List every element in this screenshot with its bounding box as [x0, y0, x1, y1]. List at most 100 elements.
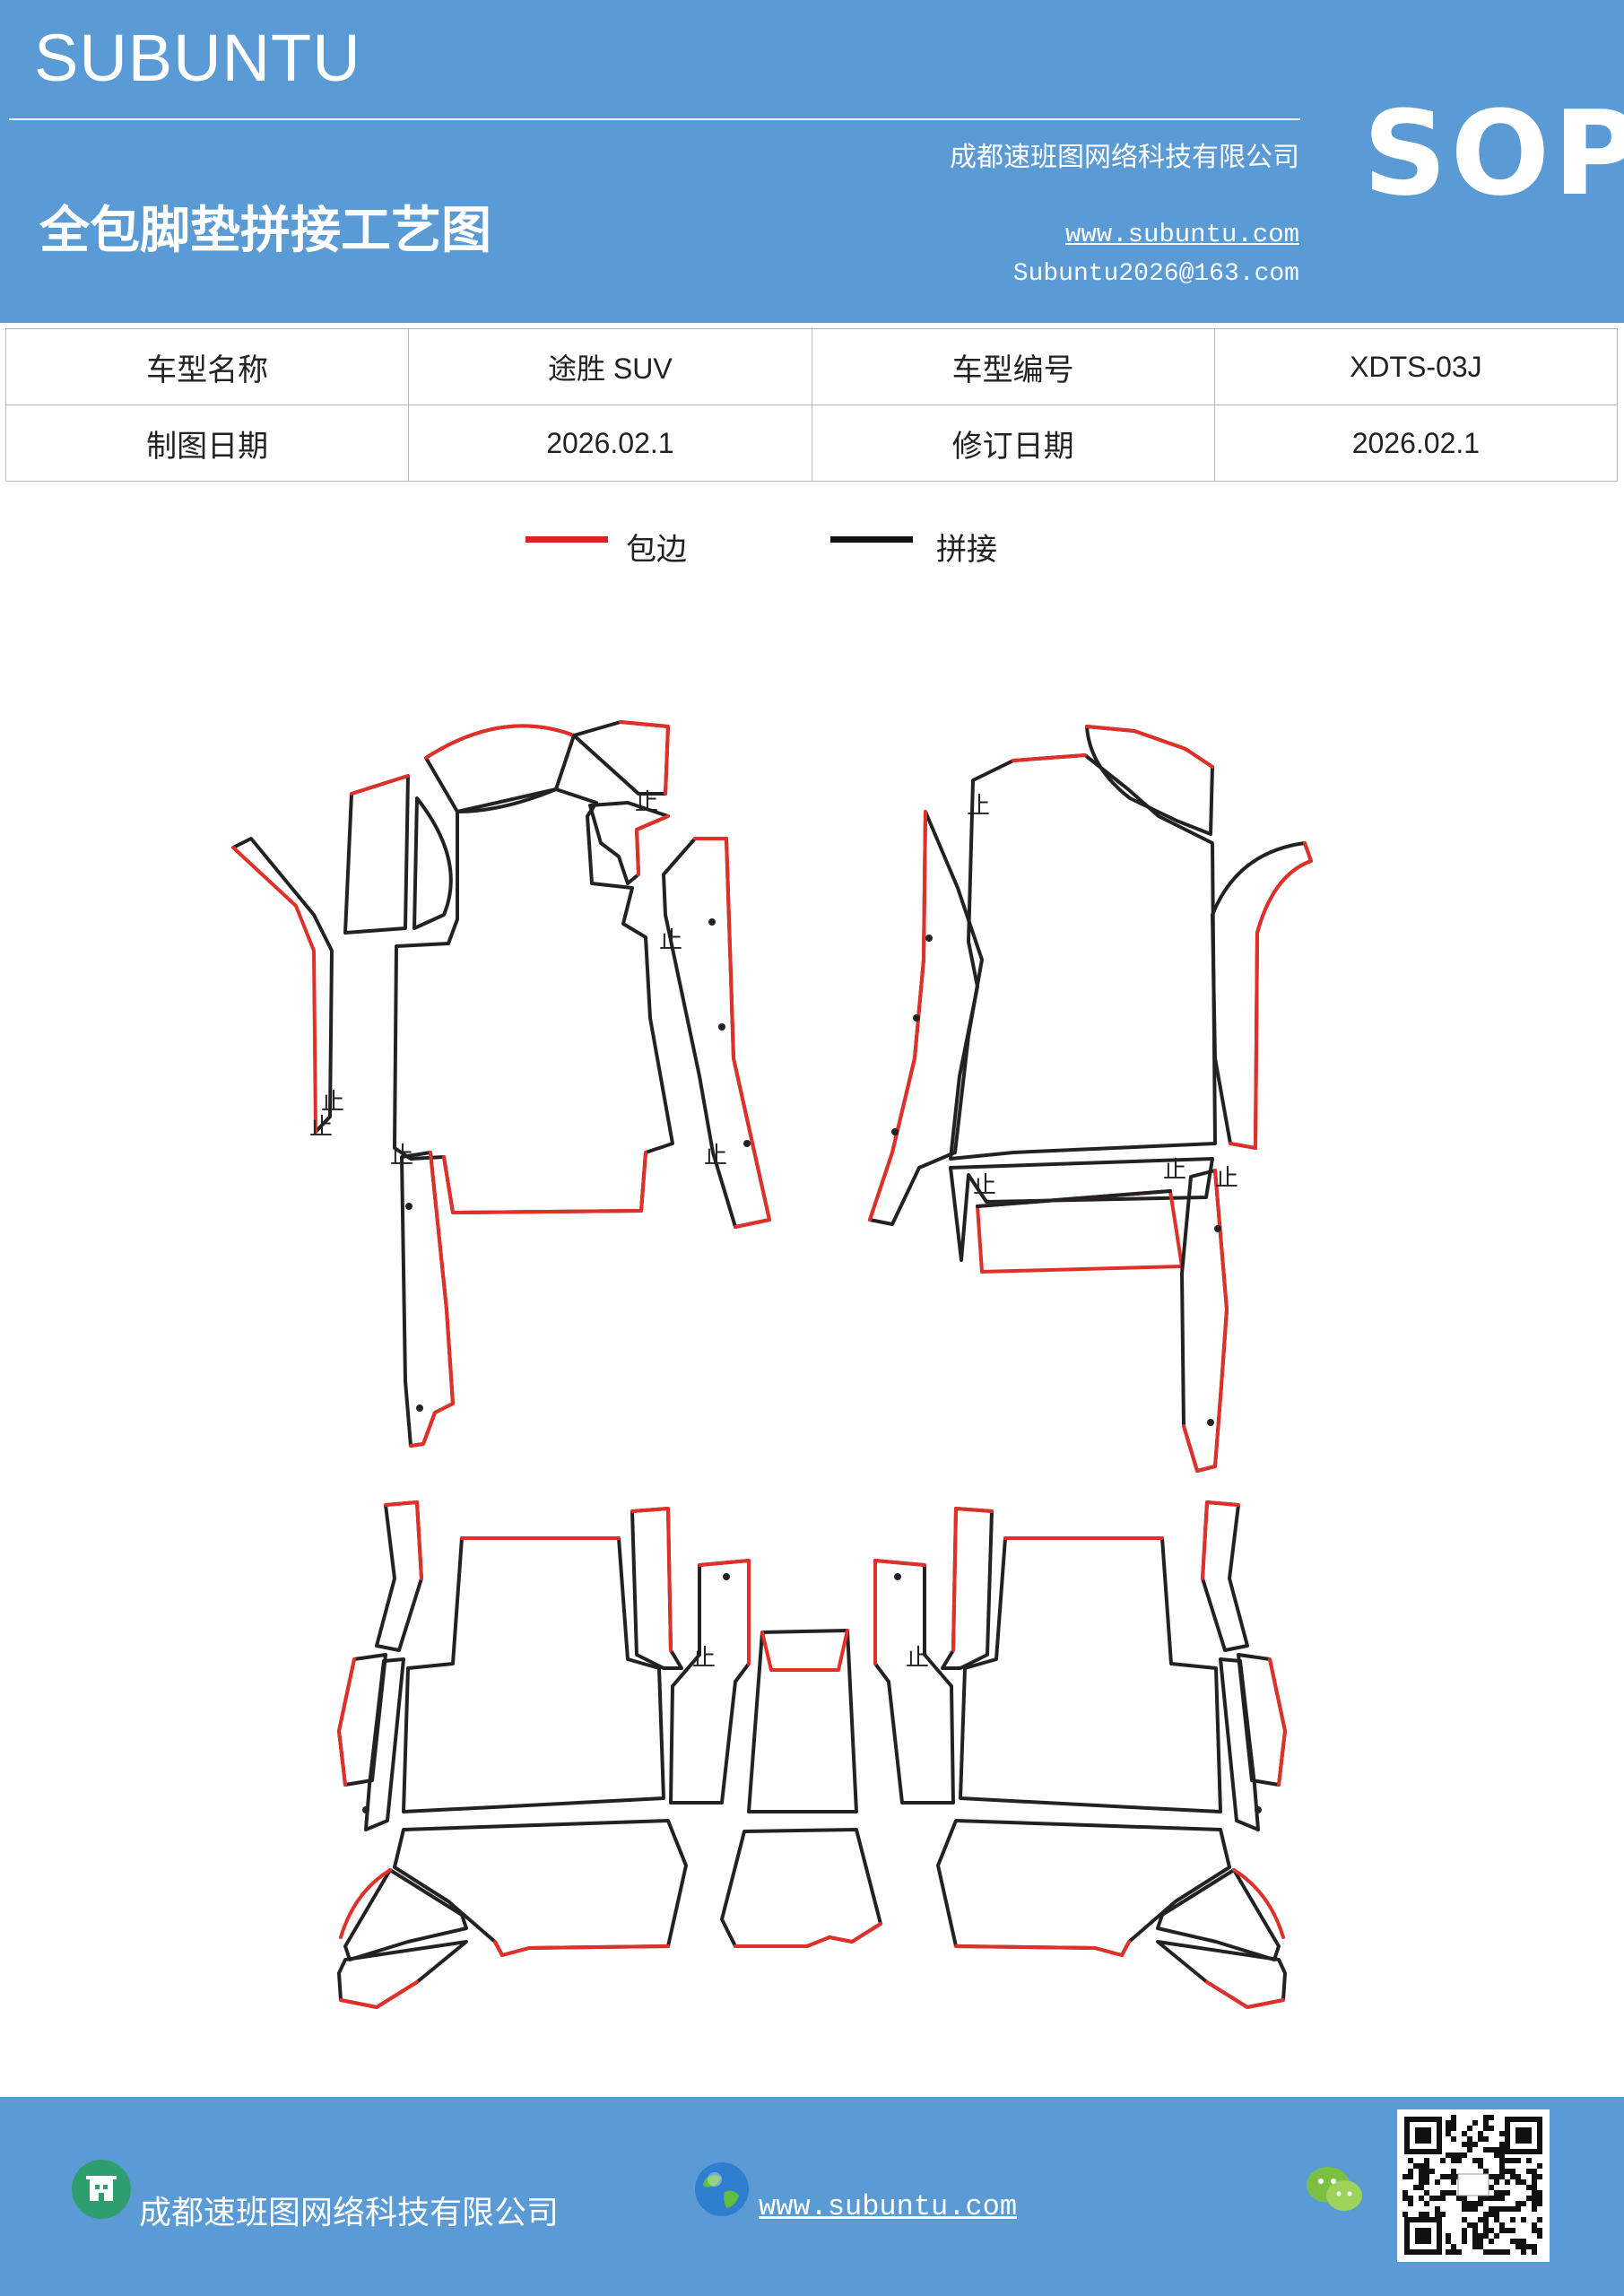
edge-line [954, 1940, 1131, 1957]
qr-module [1510, 2217, 1515, 2222]
mark-dot [1214, 1225, 1221, 1232]
qr-module [1526, 2244, 1532, 2249]
qr-module [1489, 2212, 1494, 2217]
qr-module [1499, 2222, 1505, 2228]
qr-module [1424, 2201, 1429, 2206]
seam-line [1156, 1940, 1287, 2009]
qr-module [1478, 2201, 1483, 2206]
qr-code[interactable] [1397, 2109, 1550, 2262]
qr-module [1489, 2249, 1494, 2255]
qr-module [1521, 2179, 1526, 2185]
qr-module [1478, 2163, 1483, 2169]
lower-left-mat-group [337, 1500, 751, 2009]
qr-module [1483, 2169, 1489, 2174]
qr-module [1451, 2249, 1456, 2255]
qr-module [1478, 2131, 1483, 2136]
qr-code-image [1397, 2109, 1550, 2262]
qr-module [1494, 2147, 1499, 2152]
mark-dot [362, 1806, 369, 1813]
qr-module [1446, 2249, 1451, 2255]
seam-line [393, 787, 674, 1214]
qr-module [1467, 2201, 1472, 2206]
qr-module [1515, 2201, 1521, 2206]
mark-dot [718, 1023, 725, 1031]
website-link[interactable]: www.subuntu.com [1064, 220, 1299, 249]
qr-module [1429, 2169, 1435, 2174]
qr-module [1419, 2212, 1424, 2217]
qr-module [1499, 2147, 1505, 2152]
qr-module [1483, 2115, 1489, 2120]
qr-module [1403, 2212, 1408, 2217]
mark-dot [708, 918, 716, 926]
qr-module [1532, 2174, 1537, 2179]
table-row: 车型名称 途胜 SUV 车型编号 XDTS-03J [4, 328, 1619, 405]
qr-module [1494, 2174, 1499, 2179]
legend-edge-swatch [525, 536, 608, 543]
edge-line [424, 724, 576, 760]
email-address[interactable]: Subuntu2026@163.com [1012, 260, 1299, 288]
seam-line [231, 837, 334, 1134]
qr-module [1505, 2158, 1510, 2163]
legend-edge-label: 包边 [626, 532, 687, 568]
edge-line [619, 720, 670, 796]
draw-date-label: 制图日期 [4, 404, 410, 482]
qr-module [1515, 2244, 1521, 2249]
qr-module [1478, 2244, 1483, 2249]
qr-module [1435, 2212, 1440, 2217]
seam-line [959, 1536, 1222, 1813]
qr-module [1521, 2201, 1526, 2206]
qr-module [1483, 2136, 1489, 2142]
wechat-icon[interactable] [1305, 2163, 1366, 2217]
model-code-label: 车型编号 [811, 328, 1215, 405]
qr-module [1419, 2174, 1424, 2179]
qr-module [1446, 2152, 1451, 2158]
qr-module [1413, 2163, 1419, 2169]
qr-module [1462, 2217, 1467, 2222]
qr-module [1451, 2136, 1456, 2142]
qr-module [1478, 2239, 1483, 2244]
edge-line [1229, 841, 1313, 1150]
edge-line [409, 1151, 455, 1448]
model-name-label: 车型名称 [4, 328, 410, 405]
qr-module [1462, 2239, 1467, 2244]
footer-website-link[interactable]: www.subuntu.com [759, 2190, 1018, 2223]
seam-line [949, 753, 1217, 1161]
qr-module [1456, 2249, 1462, 2255]
qr-module [1403, 2174, 1408, 2179]
qr-module [1499, 2249, 1505, 2255]
qr-module [1456, 2152, 1462, 2158]
qr-module [1532, 2228, 1537, 2233]
qr-module [1532, 2244, 1537, 2249]
edge-line [635, 814, 670, 876]
table-row: 制图日期 2026.02.1 修订日期 2026.02.1 [4, 404, 1619, 482]
qr-module [1446, 2190, 1451, 2196]
revision-date-value: 2026.02.1 [1213, 404, 1619, 482]
stop-mark: 止 [1163, 1157, 1186, 1184]
model-code-value: XDTS-03J [1213, 328, 1619, 405]
qr-module [1499, 2158, 1505, 2163]
qr-module [1408, 2201, 1413, 2206]
seam-line [1219, 1657, 1260, 1831]
seam-line [343, 774, 410, 935]
edge-line [693, 837, 771, 1229]
mark-dot [913, 1014, 920, 1022]
qr-module [1424, 2158, 1429, 2163]
edge-line [630, 1507, 673, 1652]
qr-module [1472, 2244, 1478, 2249]
qr-module [1483, 2196, 1489, 2201]
qr-module [1408, 2158, 1413, 2163]
stop-mark: 止 [635, 789, 658, 816]
qr-module [1413, 2185, 1419, 2190]
seam-line [873, 1559, 955, 1805]
edge-line [1205, 1980, 1285, 2009]
qr-module [1515, 2206, 1521, 2212]
qr-module [1505, 2179, 1510, 2185]
seam-line [630, 1507, 683, 1670]
edge-line [442, 1151, 647, 1214]
stop-mark: 止 [906, 1645, 929, 1672]
vehicle-info-table: 车型名称 途胜 SUV 车型编号 XDTS-03J 制图日期 2026.02.1… [4, 328, 1619, 482]
qr-module [1467, 2142, 1472, 2147]
qr-module [1483, 2147, 1489, 2152]
qr-module [1472, 2201, 1478, 2206]
qr-module [1467, 2206, 1472, 2212]
